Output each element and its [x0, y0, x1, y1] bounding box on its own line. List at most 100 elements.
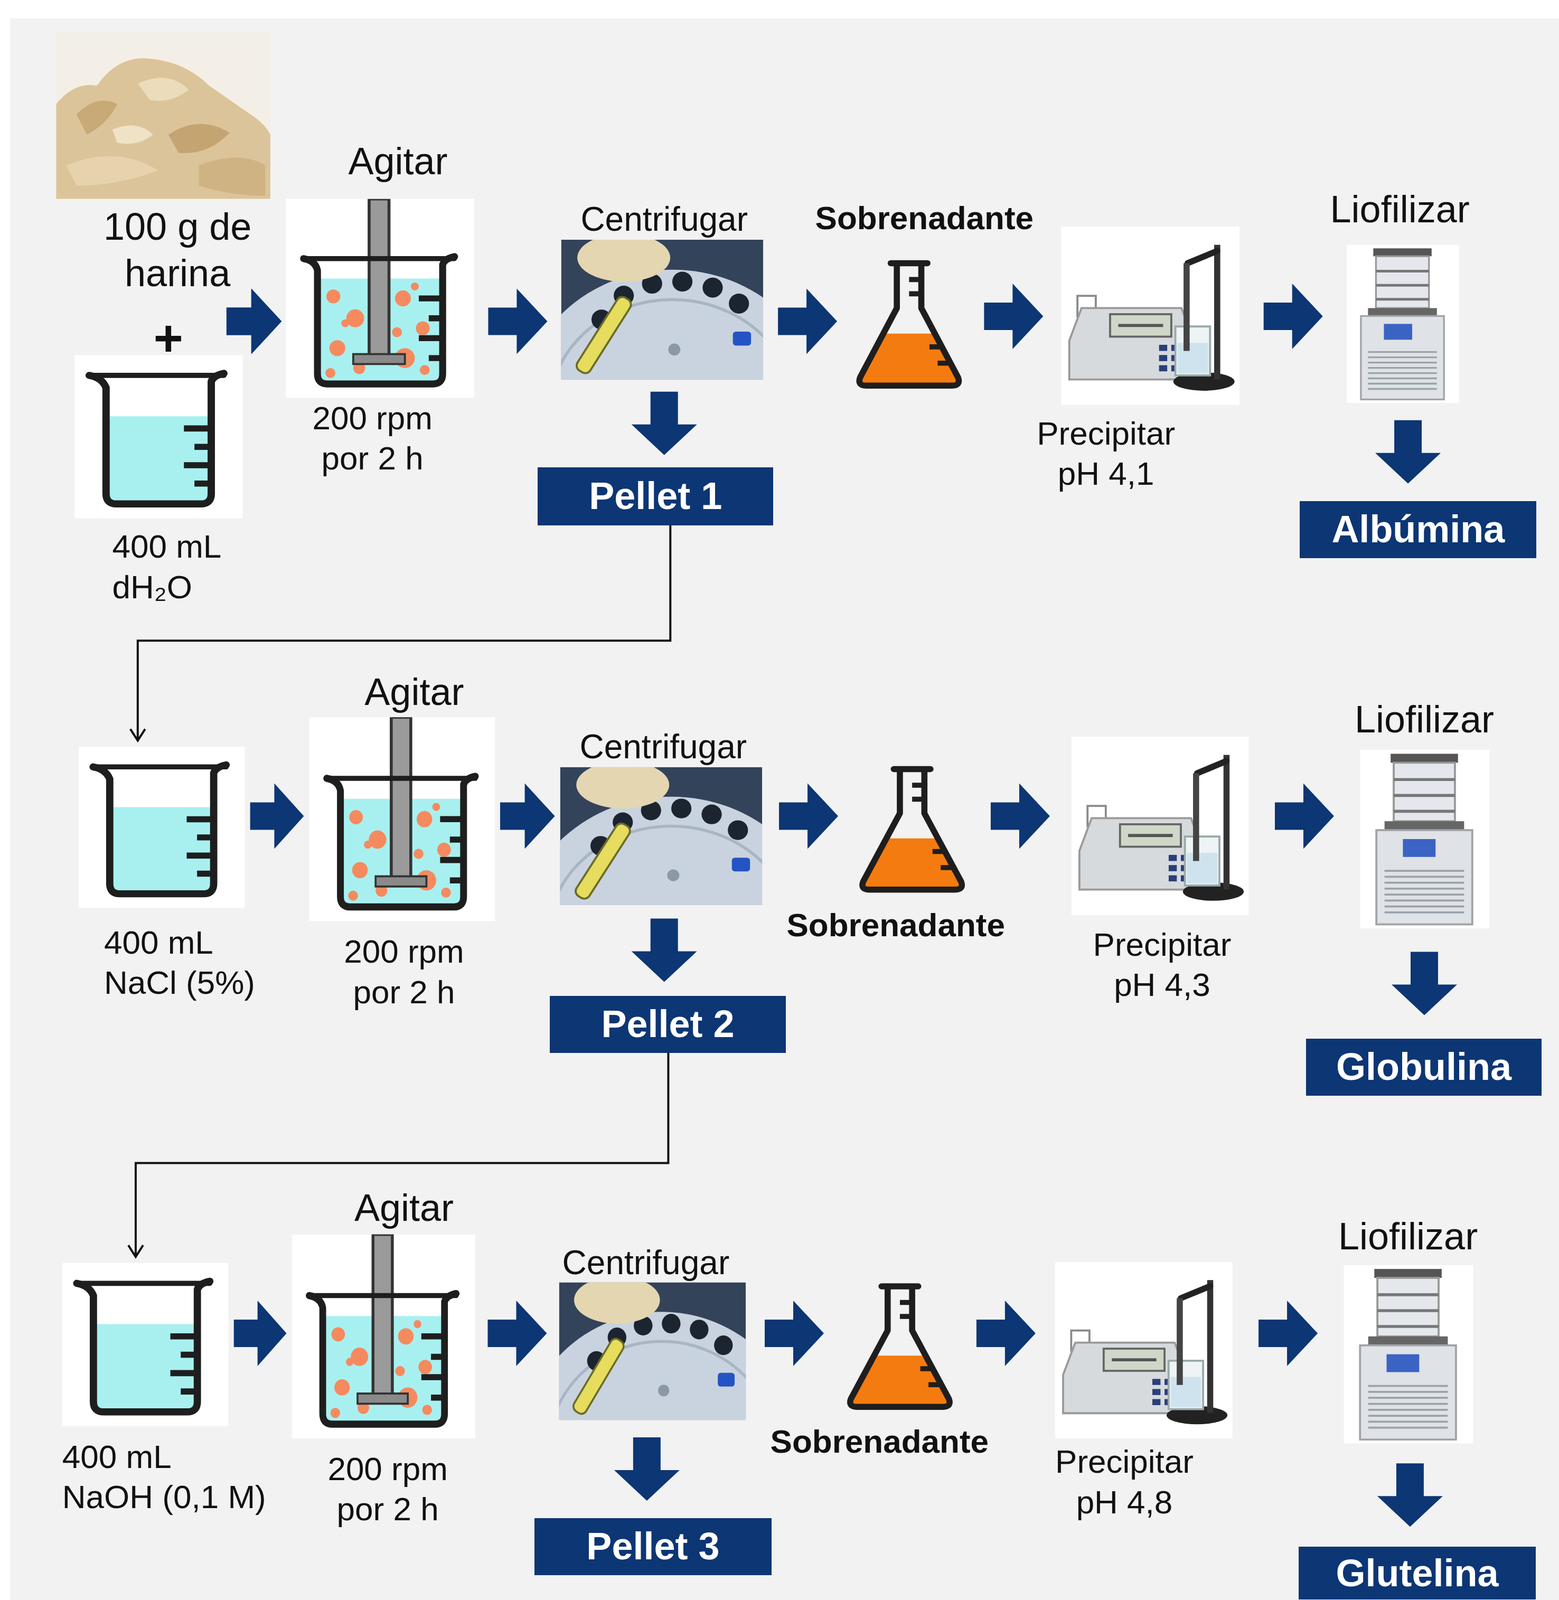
flow-arrow [226, 288, 282, 355]
step-picture: Agitar200 rpm por 2 h [308, 717, 495, 922]
flow-arrow [778, 783, 839, 850]
background-panel [10, 18, 1559, 1600]
step-caption: Centrifugar [562, 1242, 730, 1284]
caption-holder: Precipitar pH 4,8 [1055, 1441, 1194, 1523]
step-heading: Agitar [354, 1184, 454, 1232]
flow-arrow [500, 783, 556, 850]
ph-meter-photo [1071, 736, 1249, 916]
caption-holder: 200 rpm por 2 h [327, 1449, 448, 1530]
step-caption: Precipitar pH 4,1 [1036, 413, 1176, 495]
flow-arrow [777, 288, 838, 355]
step-picture: Sobrenadante [842, 1280, 957, 1412]
step-picture: 100 g de harina [55, 32, 271, 200]
step-caption: 200 rpm por 2 h [327, 1449, 448, 1530]
step-caption: Sobrenadante [770, 1421, 989, 1462]
beaker-icon [78, 746, 246, 908]
caption-holder: Precipitar pH 4,3 [1093, 924, 1232, 1006]
step-caption: Liofilizar [1330, 185, 1470, 233]
box-label: Pellet 2 [600, 1002, 735, 1047]
caption-holder: Centrifugar [579, 726, 747, 768]
step-heading: Agitar [348, 137, 448, 185]
return-line [128, 1053, 669, 1257]
beaker-icon [74, 354, 243, 519]
flow-arrow [983, 283, 1044, 350]
step-picture: Precipitar pH 4,1 [1060, 226, 1240, 406]
step-picture: Agitar200 rpm por 2 h [292, 1234, 476, 1439]
freeze-dryer-photo [1346, 245, 1460, 403]
caption-holder: 200 rpm por 2 h [343, 931, 464, 1013]
flow-arrow [1274, 783, 1335, 850]
step-picture: Agitar200 rpm por 2 h [285, 199, 475, 399]
box-label: Pellet 3 [586, 1524, 720, 1569]
flow-arrow [990, 783, 1050, 850]
centrifuge-photo [520, 233, 824, 550]
step-caption: 400 mL dH₂O [112, 526, 222, 608]
box-label: Glutelina [1335, 1551, 1499, 1596]
caption-holder: Agitar [364, 668, 464, 716]
caption-holder: Liofilizar [1338, 1213, 1478, 1261]
flask-icon [850, 1286, 950, 1407]
result-box: Glutelina [1298, 1546, 1536, 1600]
ph-meter-photo [1055, 1262, 1233, 1439]
flow-arrow [250, 783, 305, 850]
step-picture: Centrifugar [561, 239, 764, 380]
step-caption: Sobrenadante [815, 198, 1034, 239]
step-picture: 400 mL NaOH (0,1 M) [62, 1263, 229, 1427]
step-caption: Precipitar pH 4,8 [1055, 1441, 1194, 1523]
flow-arrow [487, 288, 548, 355]
caption-holder: 400 mL NaCl (5%) [104, 922, 256, 1004]
flow-arrow [976, 1300, 1036, 1367]
caption-holder: 100 g de harina [103, 203, 252, 297]
stirrer-icon [308, 717, 495, 922]
flow-arrow [487, 1300, 547, 1367]
flow-arrow [631, 918, 698, 983]
step-caption: 200 rpm por 2 h [312, 398, 432, 480]
freeze-dryer-photo [1343, 1265, 1473, 1444]
caption-holder: Centrifugar [562, 1242, 730, 1284]
result-box: Globulina [1306, 1038, 1542, 1096]
result-box: Pellet 2 [549, 996, 786, 1054]
caption-holder: Centrifugar [580, 198, 748, 241]
flow-arrow [1375, 420, 1441, 484]
step-picture: Precipitar pH 4,8 [1055, 1262, 1233, 1439]
caption-holder: Sobrenadante [815, 198, 1034, 239]
flow-arrow [614, 1437, 680, 1501]
caption-holder: Precipitar pH 4,1 [1036, 413, 1176, 495]
step-picture: Centrifugar [559, 1282, 747, 1421]
step-picture: Sobrenadante [851, 257, 966, 390]
step-heading: Agitar [364, 668, 464, 716]
plus-sign: + [153, 313, 184, 364]
caption-holder: Sobrenadante [770, 1421, 989, 1462]
step-caption: 400 mL NaCl (5%) [104, 922, 256, 1004]
caption-holder: Sobrenadante [786, 905, 1006, 946]
flow-arrow [233, 1300, 287, 1367]
caption-holder: 200 rpm por 2 h [312, 398, 432, 480]
step-caption: Liofilizar [1338, 1213, 1478, 1261]
caption-holder: Liofilizar [1330, 185, 1470, 233]
flow-arrow [1391, 951, 1458, 1016]
step-caption: 100 g de harina [103, 203, 252, 297]
caption-holder: 400 mL dH₂O [112, 526, 222, 608]
caption-holder: 400 mL NaOH (0,1 M) [62, 1437, 267, 1518]
stirrer-icon [285, 199, 475, 399]
caption-holder: Agitar [354, 1184, 454, 1232]
step-caption: Precipitar pH 4,3 [1093, 924, 1232, 1006]
flow-arrow [631, 391, 698, 456]
result-box: Pellet 3 [534, 1518, 772, 1576]
step-picture: Liofilizar [1359, 749, 1490, 929]
step-caption: Centrifugar [580, 198, 748, 241]
box-label: Albúmina [1331, 507, 1505, 552]
label-holder: + [153, 313, 184, 364]
ph-meter-photo [1060, 226, 1240, 406]
flow-arrow [1377, 1463, 1443, 1527]
flask-icon [862, 768, 962, 890]
flask-icon [859, 263, 959, 386]
centrifuge-photo [521, 1276, 802, 1588]
step-caption: 200 rpm por 2 h [343, 931, 464, 1013]
box-label: Globulina [1336, 1045, 1512, 1089]
step-caption: Sobrenadante [786, 905, 1006, 946]
stirrer-icon [292, 1234, 476, 1439]
step-picture: Centrifugar [560, 767, 763, 906]
step-picture: 400 mL dH₂O [74, 354, 243, 519]
